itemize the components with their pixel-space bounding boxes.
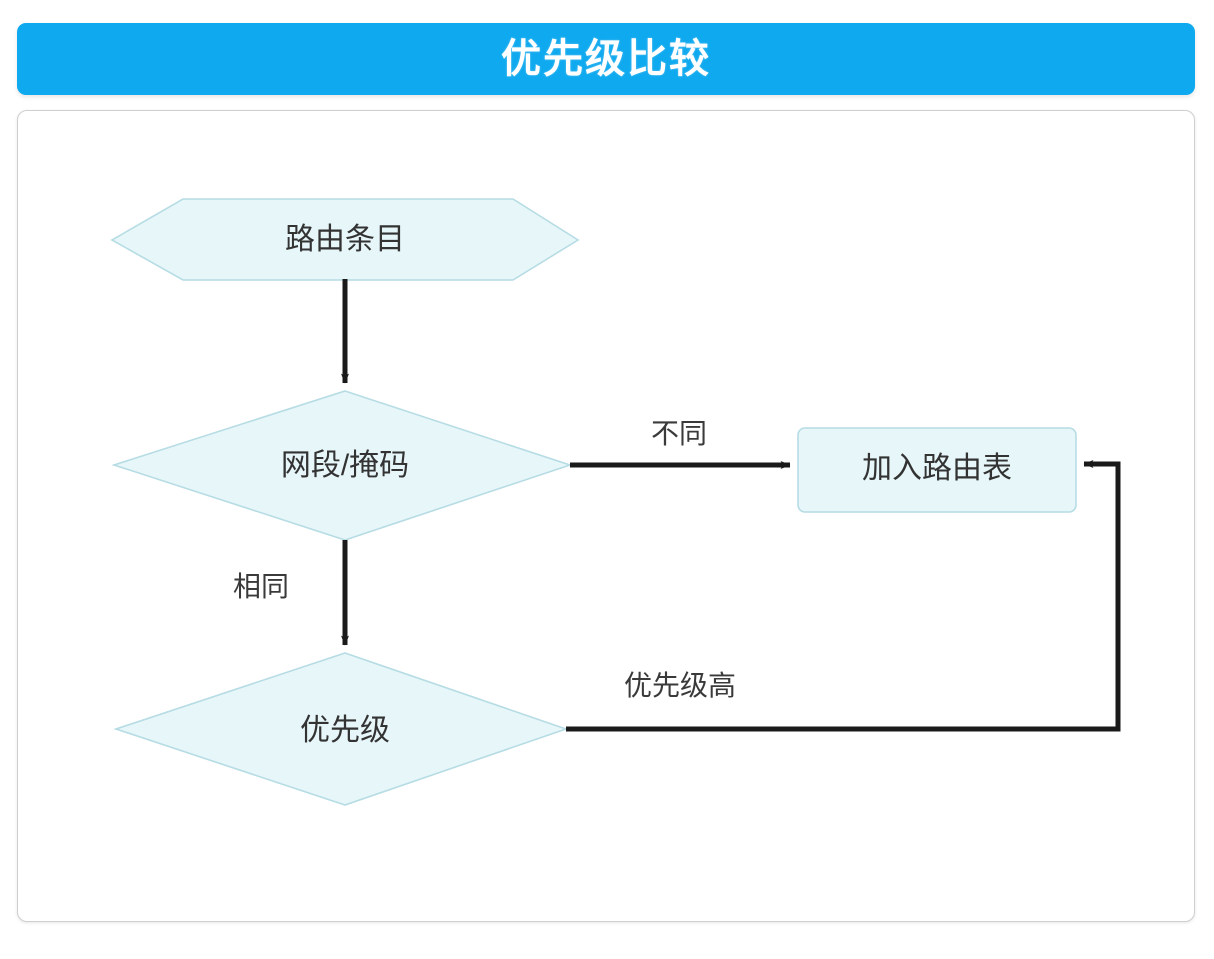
edge-label-higher-priority: 优先级高 bbox=[623, 670, 737, 701]
node-route-entry[interactable] bbox=[110, 198, 580, 281]
header-banner: 优先级比较 bbox=[17, 23, 1195, 95]
node-label-priority: 优先级 bbox=[300, 714, 390, 747]
page-title: 优先级比较 bbox=[501, 37, 711, 81]
edge-label-same: 相同 bbox=[232, 571, 290, 602]
node-label-route-entry: 路由条目 bbox=[285, 223, 405, 256]
edge-label-different: 不同 bbox=[650, 418, 708, 449]
node-label-add-routing-table: 加入路由表 bbox=[862, 452, 1012, 485]
node-label-network-mask: 网段/掩码 bbox=[280, 449, 410, 482]
node-priority[interactable] bbox=[113, 652, 569, 806]
